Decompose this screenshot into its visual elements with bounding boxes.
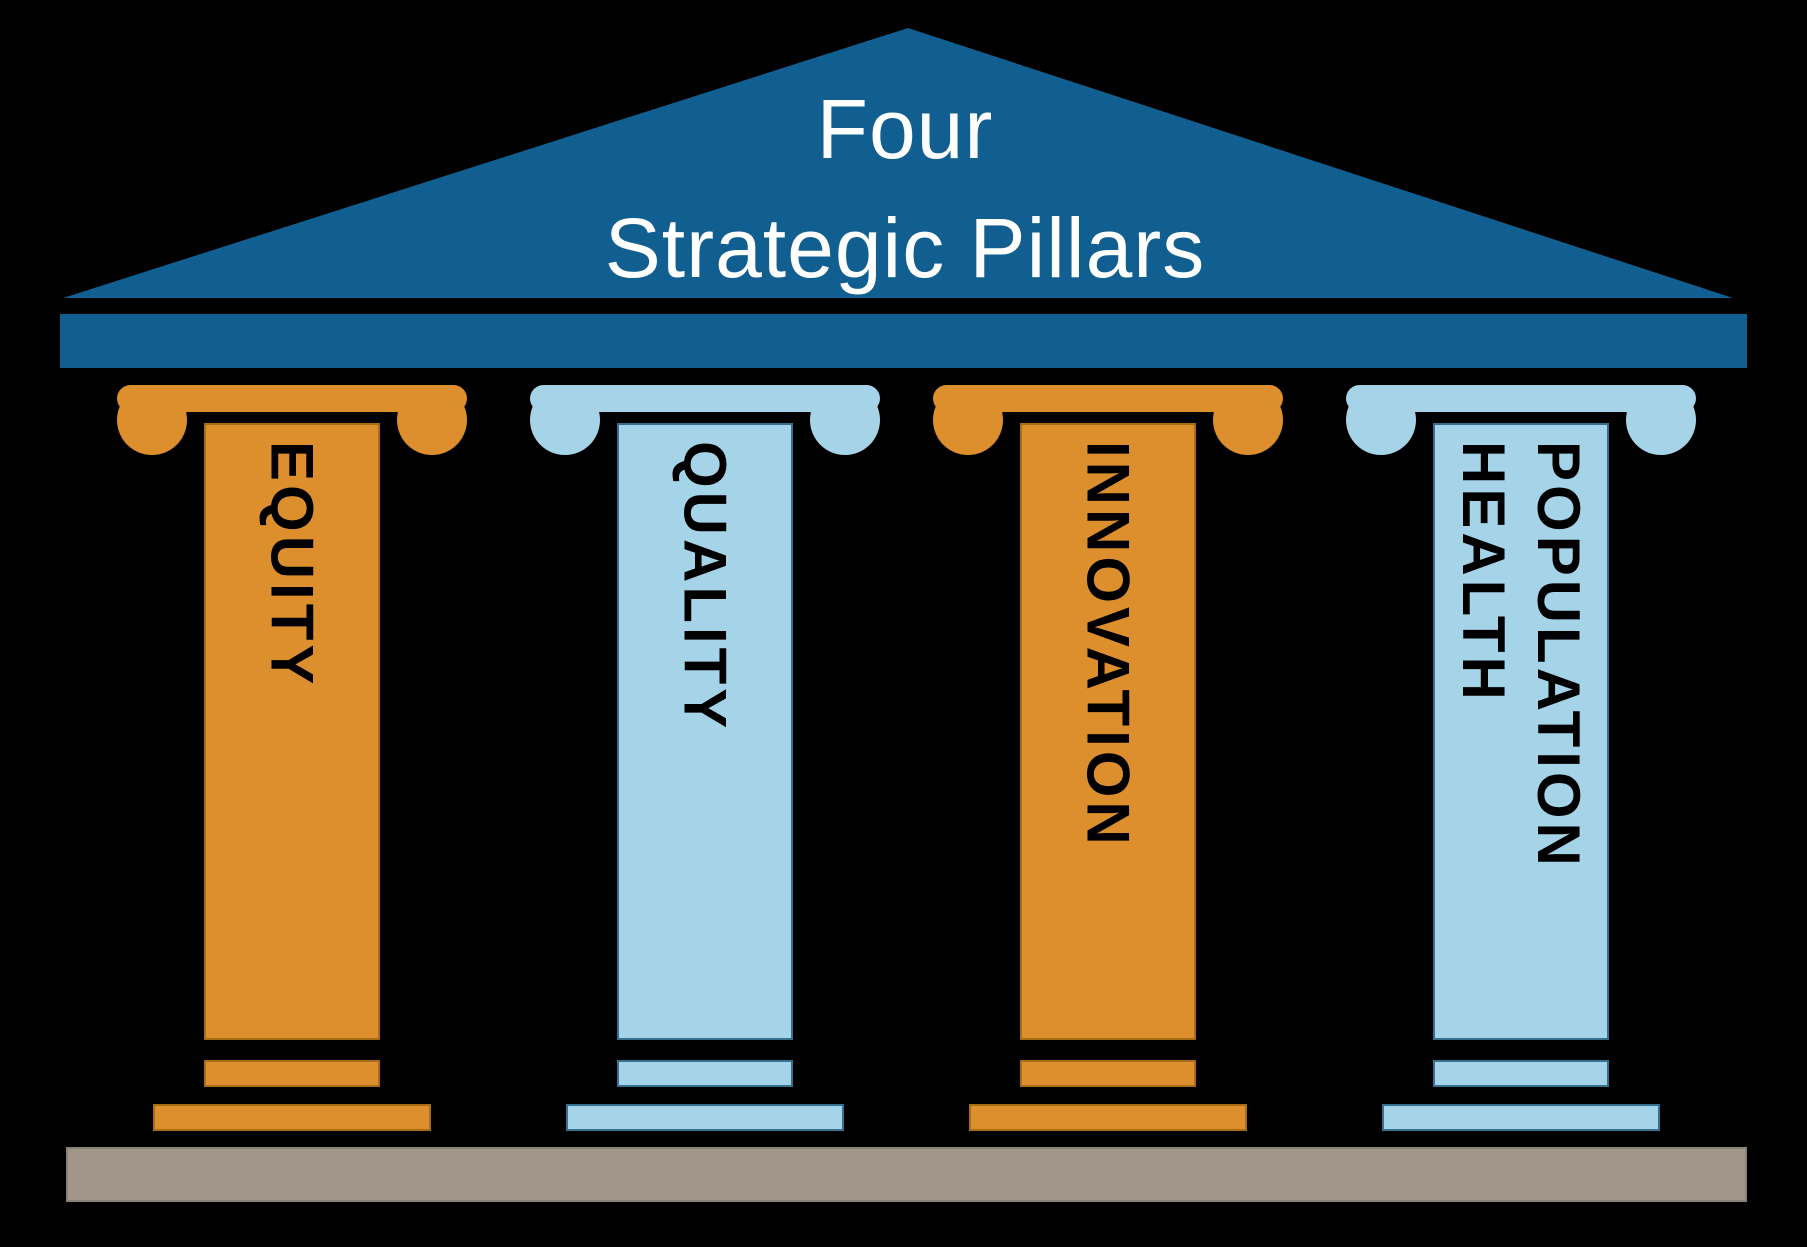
pillar-quality: QUALITY [530,385,880,1131]
floor-base [66,1147,1747,1202]
pediment-title-line1: Four [816,82,994,176]
pillar-label: INNOVATION [1074,441,1142,849]
base-ring [204,1060,380,1087]
base-plinth [969,1104,1247,1131]
pillar-innovation: INNOVATION [933,385,1283,1131]
capital-volute-right [1626,385,1696,455]
pillar-label: QUALITY [671,441,739,733]
pillar-population-health: POPULATION HEALTH [1346,385,1696,1131]
capital-volute-left [933,385,1003,455]
base-ring [1433,1060,1609,1087]
capital-volute-left [1346,385,1416,455]
pillar-label: EQUITY [258,441,326,689]
base-ring [1020,1060,1196,1087]
pillar-equity: EQUITY [117,385,467,1131]
base-ring [617,1060,793,1087]
pillar-label: POPULATION HEALTH [1450,441,1592,870]
pediment-title: Four Strategic Pillars [63,70,1747,309]
capital-volute-right [810,385,880,455]
pillar-label-wrap: QUALITY [617,441,793,1026]
pillar-shaft [1020,423,1196,1040]
pillar-label-wrap: EQUITY [204,441,380,1026]
capital-volute-left [117,385,187,455]
pillar-label-wrap: POPULATION HEALTH [1433,441,1609,1026]
base-plinth [1382,1104,1660,1131]
capital-volute-left [530,385,600,455]
base-plinth [566,1104,844,1131]
pillar-shaft [1433,423,1609,1040]
entablature-bar [60,314,1747,368]
pillar-shaft [617,423,793,1040]
capital-volute-right [1213,385,1283,455]
capital-volute-right [397,385,467,455]
base-plinth [153,1104,431,1131]
pediment-title-line2: Strategic Pillars [604,201,1206,296]
pillar-label-wrap: INNOVATION [1020,441,1196,1026]
pillar-shaft [204,423,380,1040]
